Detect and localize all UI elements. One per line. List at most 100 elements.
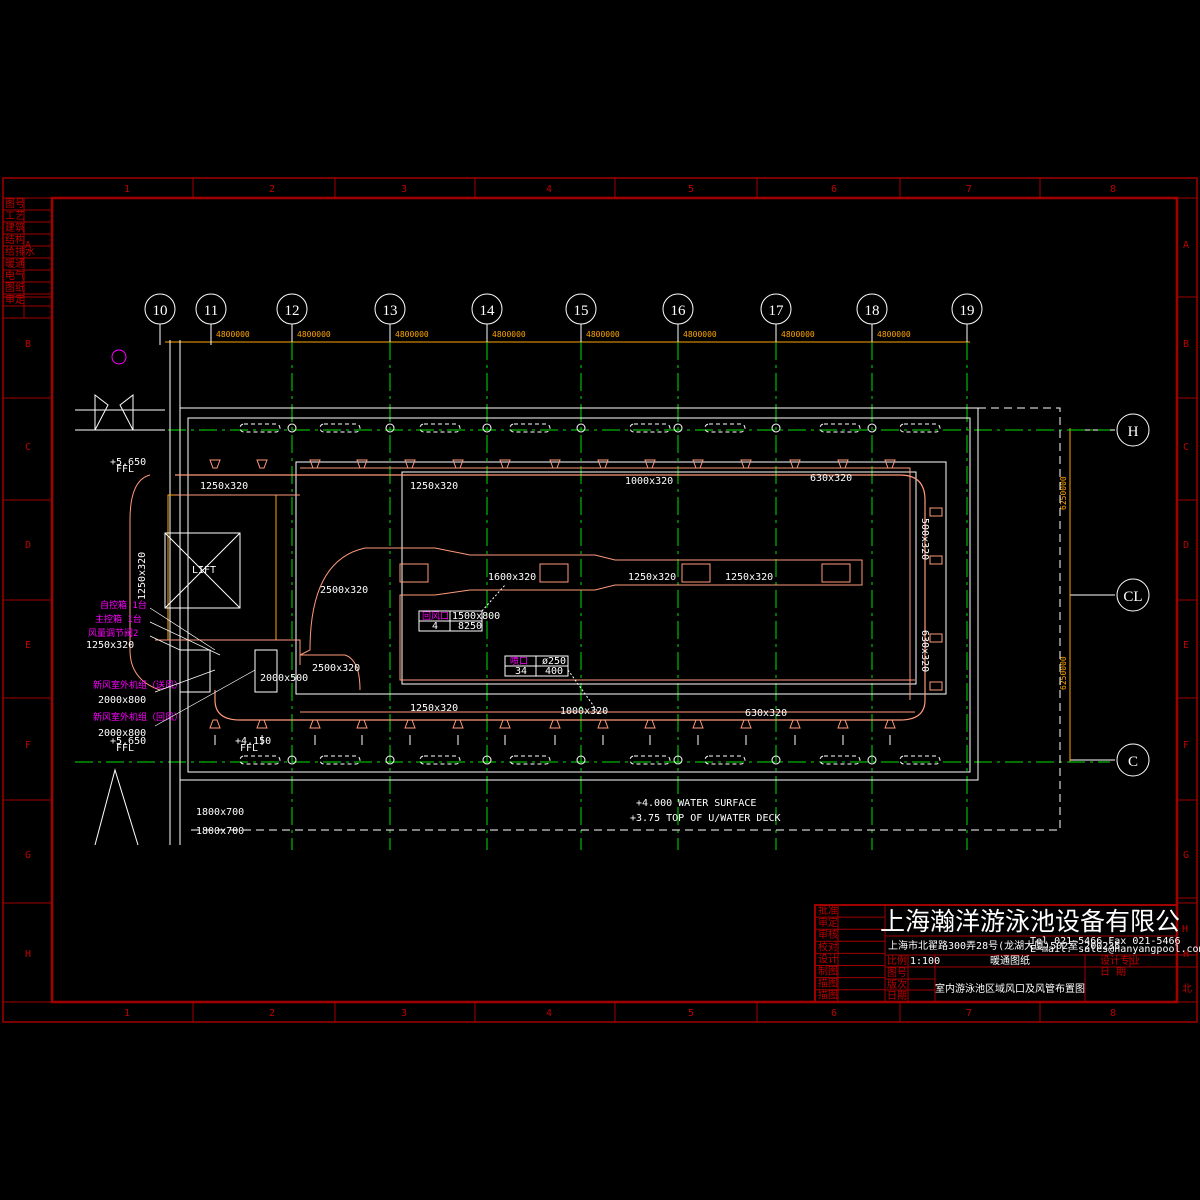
supply-diffuser <box>740 719 752 729</box>
svg-text:ø250: ø250 <box>542 656 566 667</box>
light-fixture <box>673 423 683 433</box>
axis-label: 16 <box>671 303 687 319</box>
note-deck: +3.75 TOP OF U/WATER DECK <box>630 813 781 824</box>
side-diffuser <box>929 555 943 565</box>
vertical-duct <box>129 474 301 691</box>
svg-text:图号: 图号 <box>887 967 907 979</box>
lift-shaft <box>164 532 241 609</box>
axis-label: C <box>1128 754 1138 770</box>
return-grille-table: 回风口 1500x800 4 8250 <box>418 584 506 632</box>
supply-diffuser <box>256 719 268 729</box>
duct-label: 1600x320 <box>488 572 536 583</box>
level-mark: +5.650 <box>110 457 146 468</box>
underwater-lights <box>239 423 941 765</box>
supply-diffuser <box>884 719 896 729</box>
duct-label: 630x320 <box>810 473 852 484</box>
row-label: A <box>1183 240 1189 251</box>
column-label: 4 <box>546 184 552 195</box>
duct-label: 1250x320 <box>410 481 458 492</box>
supply-diffusers <box>209 459 943 745</box>
fan-symbol <box>94 393 134 431</box>
revision-label: 图纸 <box>5 281 25 294</box>
title-label: 审定 <box>818 916 838 929</box>
column-label: 3 <box>401 1008 407 1019</box>
supply-diffuser <box>644 459 656 469</box>
duct-label: 1250x320 <box>725 572 773 583</box>
supply-diffuser <box>644 719 656 729</box>
leader-lines <box>149 607 256 727</box>
return-duct-bend <box>299 547 366 691</box>
supply-diffuser <box>597 719 609 729</box>
light-fixture <box>867 755 877 765</box>
lift-cross <box>164 532 241 609</box>
supply-diffuser <box>356 719 368 729</box>
light-fixture <box>673 755 683 765</box>
company-contact: Tel 021-5466 Fax 021-5466 <box>1030 936 1181 947</box>
svg-text:日期: 日期 <box>887 990 907 1002</box>
company-address: 上海市北翟路300弄28号(龙湖大厦)502室 200235 <box>888 939 1120 952</box>
title-label: 制图 <box>818 965 838 978</box>
axis-label: H <box>1128 424 1139 440</box>
dimension-text: 4800000 <box>877 330 911 339</box>
row-dim-2: 6250000 <box>1059 656 1068 690</box>
note-water-surface: +4.000 WATER SURFACE <box>636 798 756 809</box>
light-fixture <box>385 755 395 765</box>
axis-bubble <box>1116 413 1150 447</box>
revision-label: 结构 <box>5 233 25 246</box>
underwater-light <box>239 423 281 433</box>
axis-label: 18 <box>865 303 880 319</box>
column-label: 8 <box>1110 1008 1116 1019</box>
light-fixture <box>385 423 395 433</box>
row-label: G <box>1183 850 1189 861</box>
row-label: D <box>25 540 31 551</box>
building-walls <box>75 340 181 846</box>
light-fixture <box>482 755 492 765</box>
underwater-light <box>319 423 361 433</box>
row-label: H <box>25 949 31 960</box>
title-label: 设计 <box>818 952 838 965</box>
callout-size: 2000x800 <box>98 728 146 739</box>
deck-dashed-outline <box>190 407 1061 831</box>
supply-diffuser <box>452 459 464 469</box>
row-label: G <box>25 850 31 861</box>
supply-diffuser <box>692 719 704 729</box>
pool-inner-wall <box>187 417 971 773</box>
column-label: 6 <box>831 1008 837 1019</box>
svg-text:34: 34 <box>515 666 527 677</box>
return-grille <box>539 563 569 583</box>
light-fixture <box>482 423 492 433</box>
duct-label: 1250x320 <box>410 703 458 714</box>
return-grille <box>821 563 851 583</box>
light-fixture <box>287 423 297 433</box>
underwater-light <box>899 423 941 433</box>
supply-diffuser <box>789 459 801 469</box>
svg-text:北: 北 <box>1182 983 1192 995</box>
revision-label: 电气 <box>5 269 25 282</box>
column-label: 4 <box>546 1008 552 1019</box>
title-label: 描图 <box>818 977 838 990</box>
company-contact: E-mail: sales@hanyangpool.com <box>1030 944 1200 955</box>
sheet-title: 室内游泳池区域风口及风管布置图 <box>935 982 1085 995</box>
duct-label: 500x320 <box>919 518 930 560</box>
light-fixture <box>867 423 877 433</box>
side-diffuser <box>929 681 943 691</box>
svg-text:1500x800: 1500x800 <box>452 611 500 622</box>
return-grille <box>399 563 429 583</box>
row-label: C <box>1183 442 1189 453</box>
pool-basin <box>295 461 947 695</box>
supply-diffuser <box>452 719 464 729</box>
supply-diffuser <box>837 459 849 469</box>
title-label: 校对 <box>818 940 838 953</box>
callout-size: 2000x800 <box>98 695 146 706</box>
underwater-light <box>704 423 746 433</box>
row-dim-1: 6250000 <box>1059 476 1068 510</box>
title-label: 描图 <box>818 989 838 1002</box>
underwater-light <box>419 423 461 433</box>
callout-ahu-return: 新风室外机组（回风） <box>93 711 183 723</box>
underwater-light <box>629 423 671 433</box>
svg-text:版次: 版次 <box>887 978 907 991</box>
dimension-text: 4800000 <box>683 330 717 339</box>
north-arrow-icon <box>111 349 127 365</box>
